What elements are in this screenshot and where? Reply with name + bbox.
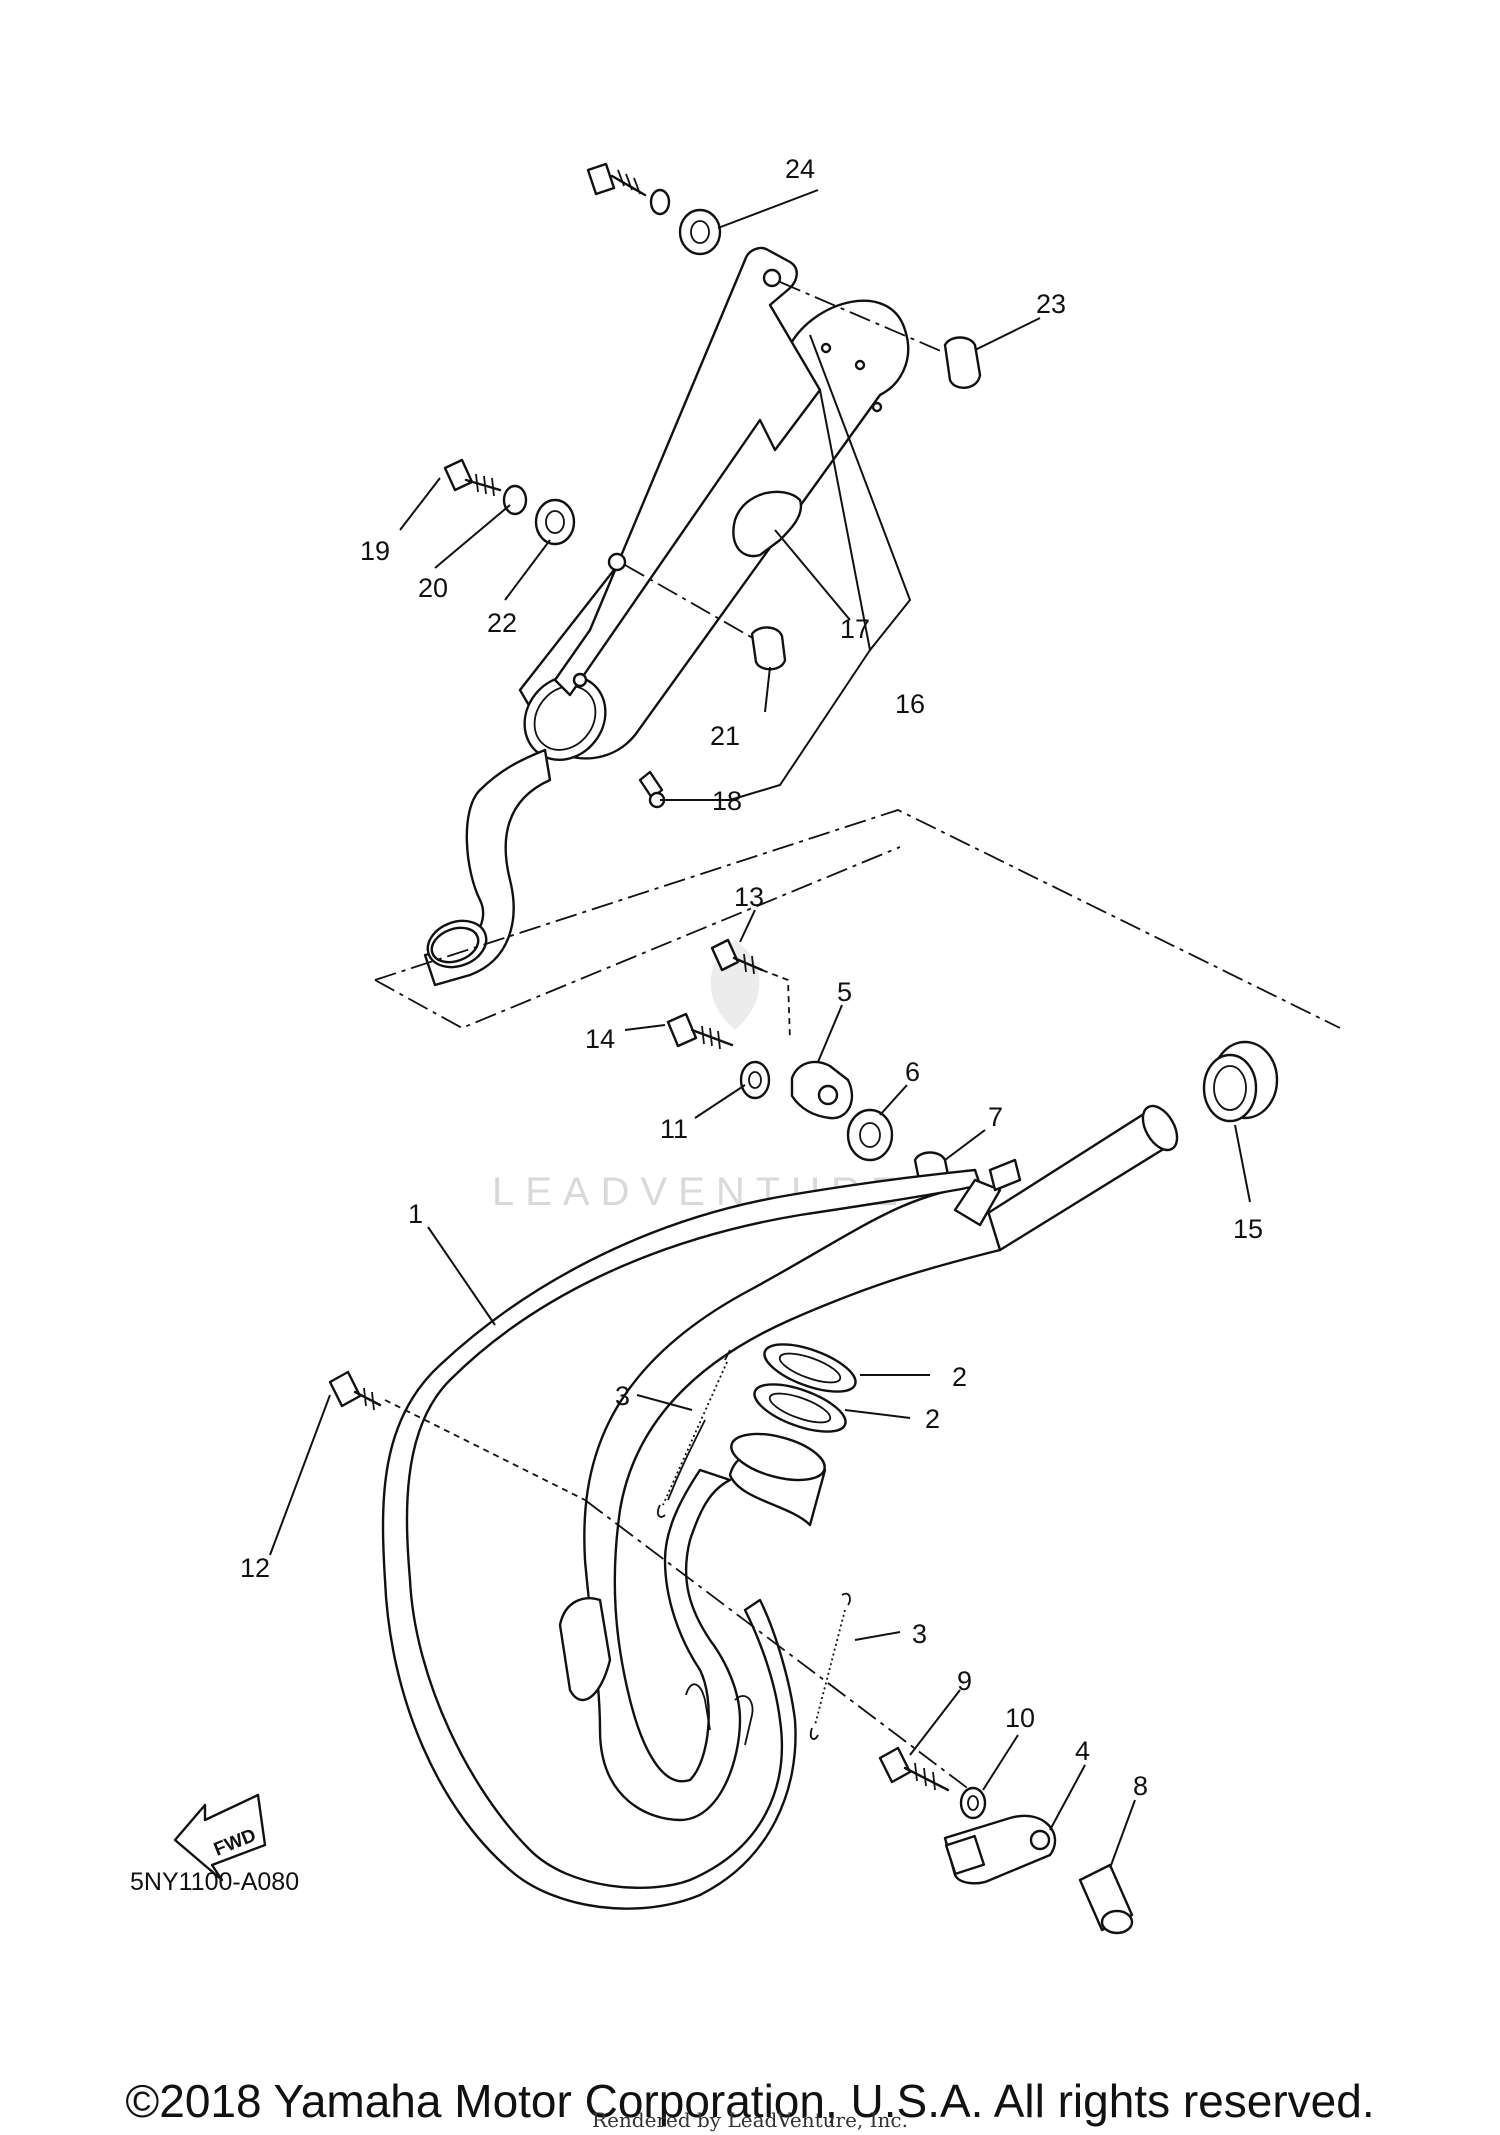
gasket-2-lower — [753, 1383, 847, 1433]
callout-15: 15 — [1233, 1214, 1263, 1244]
callout-10: 10 — [1005, 1703, 1035, 1733]
spring-3-lower — [809, 1592, 851, 1740]
grommet-6 — [846, 1108, 894, 1162]
bolt-12 — [328, 1370, 382, 1411]
collar-8 — [1078, 1863, 1134, 1935]
callout-17: 17 — [840, 614, 870, 644]
callout-13: 13 — [734, 882, 764, 912]
collar-23 — [943, 336, 982, 389]
callout-5: 5 — [837, 977, 852, 1007]
callout-24: 24 — [785, 154, 815, 184]
leader-lines — [269, 189, 1251, 1869]
bracket-4 — [943, 1814, 1057, 1885]
axis-21 — [624, 564, 766, 646]
bolt-13 — [710, 938, 764, 975]
bracket-5 — [790, 1060, 854, 1120]
callout-12: 12 — [240, 1553, 270, 1583]
copyright-notice: ©2018 Yamaha Motor Corporation, U.S.A. A… — [125, 2075, 1375, 2127]
callout-3-lower: 3 — [912, 1619, 927, 1649]
part-code: 5NY1100-A080 — [130, 1868, 299, 1896]
gasket-2-upper — [763, 1343, 857, 1393]
callout-16: 16 — [895, 689, 925, 719]
callout-8: 8 — [1133, 1771, 1148, 1801]
axis-13 — [761, 969, 791, 1041]
spring-3-upper — [657, 1349, 731, 1518]
callout-22: 22 — [487, 608, 517, 638]
callout-23: 23 — [1036, 289, 1066, 319]
axis-23 — [779, 281, 951, 356]
muffler-assembly — [423, 246, 910, 987]
collar-21 — [750, 626, 787, 671]
callout-4: 4 — [1075, 1736, 1090, 1766]
callout-3-upper: 3 — [615, 1381, 630, 1411]
rendered-by-credit: Rendered by LeadVenture, Inc. — [592, 2108, 908, 2132]
callout-21: 21 — [710, 721, 740, 751]
callout-2-upper: 2 — [952, 1362, 967, 1392]
axis-12 — [384, 1399, 586, 1501]
bolt-24-set — [586, 162, 722, 256]
callout-2-lower: 2 — [925, 1404, 940, 1434]
callout-19: 19 — [360, 536, 390, 566]
callout-11: 11 — [660, 1114, 688, 1144]
gasket-15 — [1202, 1040, 1279, 1123]
callout-1: 1 — [408, 1199, 423, 1229]
frame-line — [374, 809, 1341, 1029]
bolt-9 — [878, 1746, 950, 1792]
washer-11 — [739, 1060, 771, 1100]
callout-9: 9 — [957, 1666, 972, 1696]
callout-18: 18 — [712, 786, 742, 816]
axis-9 — [584, 1499, 971, 1791]
callout-7: 7 — [988, 1102, 1003, 1132]
callout-labels: 24 23 19 20 22 17 16 21 18 13 5 6 7 14 1… — [240, 154, 1263, 1801]
callout-6: 6 — [905, 1057, 920, 1087]
bolt-19-set — [443, 458, 576, 546]
bolt-14 — [666, 1012, 734, 1050]
exhaust-pipe — [381, 1104, 1179, 1910]
washer-10 — [959, 1786, 987, 1820]
callout-20: 20 — [418, 573, 448, 603]
callout-14: 14 — [585, 1024, 615, 1054]
